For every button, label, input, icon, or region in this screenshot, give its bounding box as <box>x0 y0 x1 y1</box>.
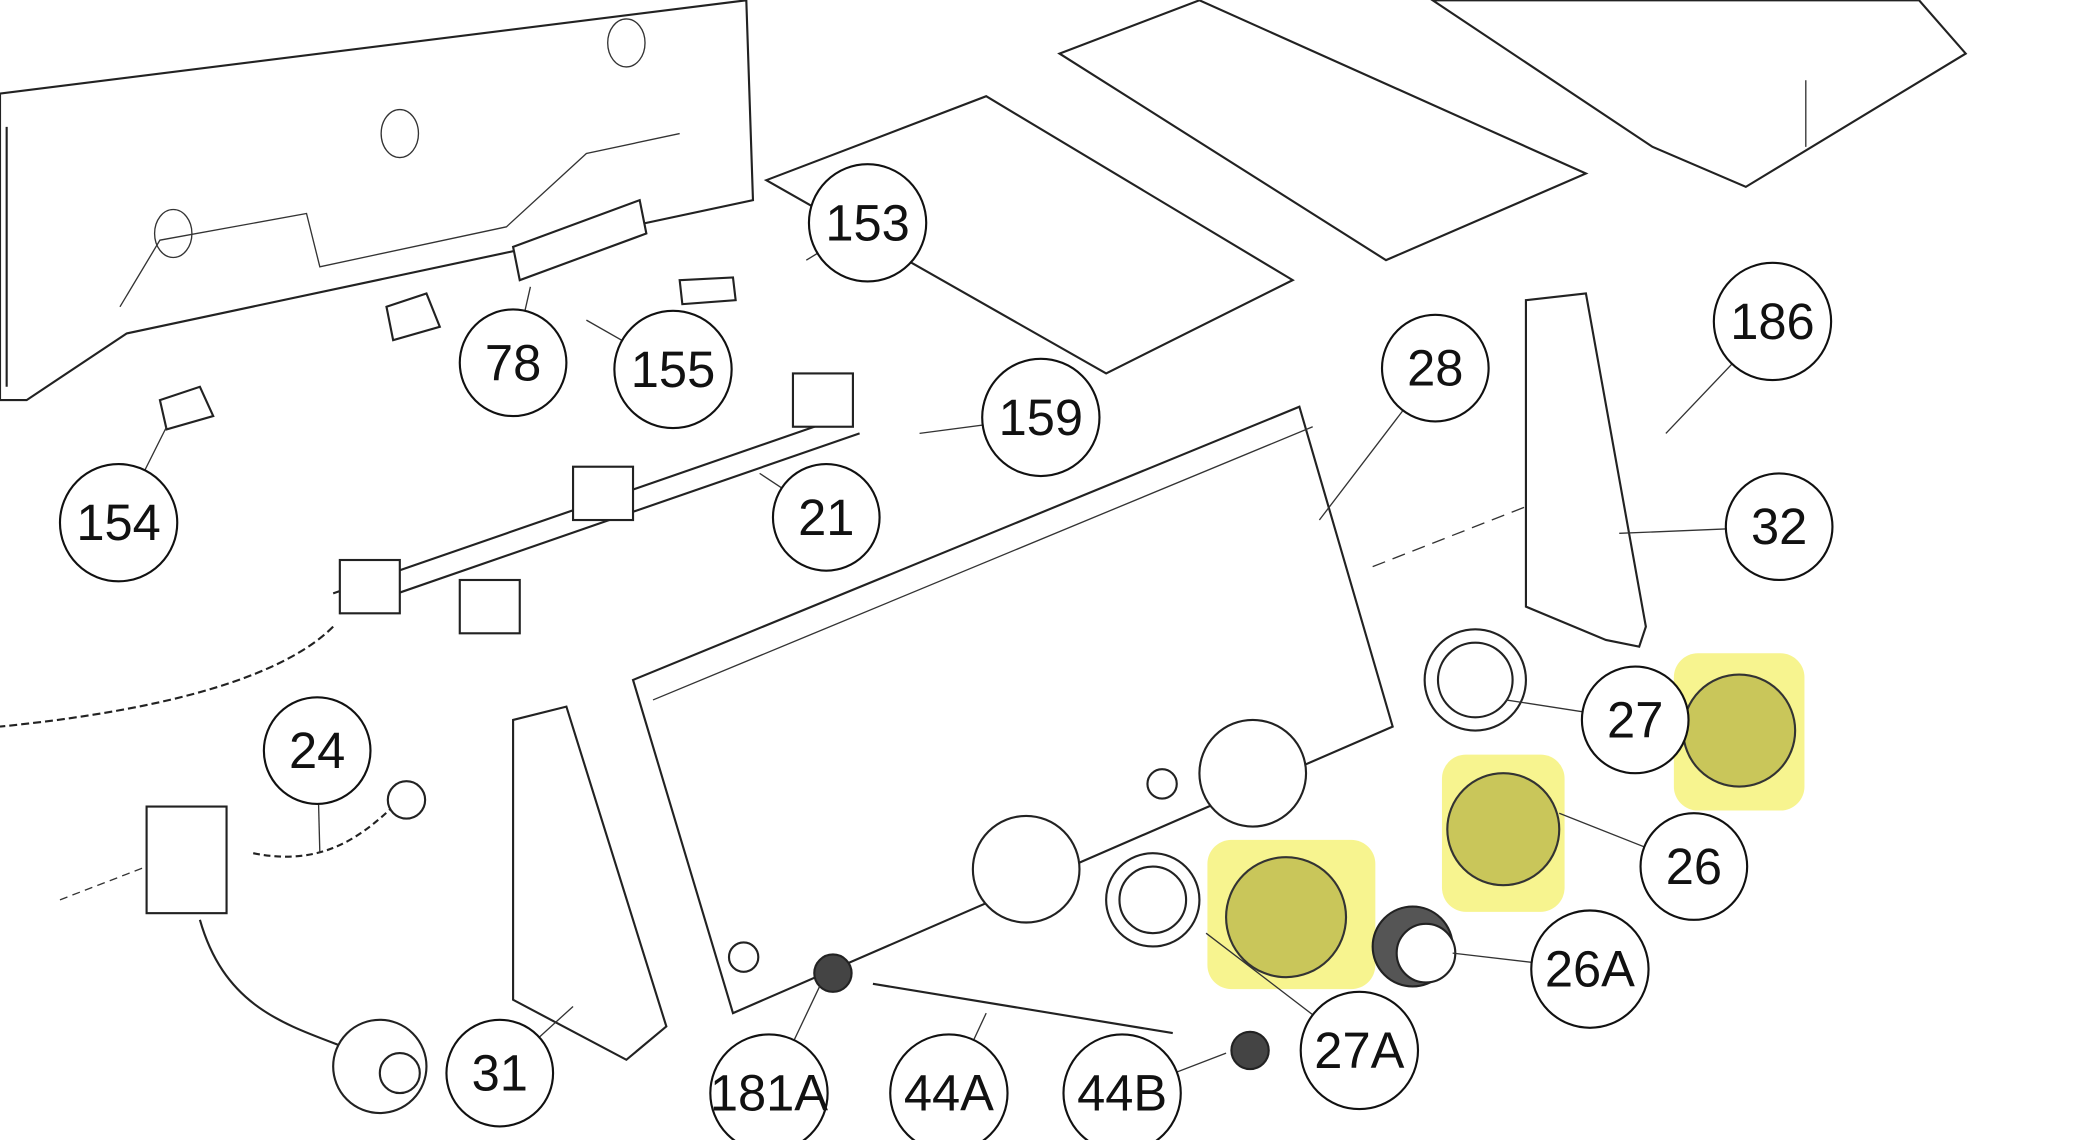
callouts: 153 78 155 159 154 21 28 186 32 27 26 26A 27A 24 31 181… <box>58 163 1834 1140</box>
callout-circle <box>445 1018 555 1128</box>
callout-78: 78 <box>458 308 568 418</box>
callout-circle <box>889 1033 1009 1140</box>
callout-circle <box>981 357 1101 478</box>
callout-circle <box>262 696 372 805</box>
callout-label: 28 <box>1407 340 1463 397</box>
callout-label: 155 <box>631 341 715 398</box>
callout-label: 32 <box>1751 498 1807 555</box>
callout-label: 153 <box>825 194 909 251</box>
callout-circle <box>1062 1033 1182 1140</box>
callout-155: 155 <box>613 309 733 430</box>
callout-label: 27A <box>1314 1022 1404 1079</box>
callout-153: 153 <box>807 163 928 283</box>
bezels-knobs <box>813 628 1797 1071</box>
callout-186: 186 <box>1712 261 1833 382</box>
callout-31: 31 <box>445 1018 555 1128</box>
housing-top-left <box>0 0 755 431</box>
callout-circle <box>1530 909 1650 1029</box>
manifold-21 <box>0 372 860 728</box>
side-panel-31 <box>512 705 668 1062</box>
callout-154: 154 <box>58 462 179 583</box>
callout-circle <box>458 308 568 418</box>
callout-26a: 26A <box>1530 909 1650 1029</box>
callout-circle <box>1724 472 1834 582</box>
callout-32: 32 <box>1724 472 1834 582</box>
callout-circle <box>613 309 733 430</box>
tray-top-center <box>1057 0 1589 262</box>
callout-circle <box>58 462 179 583</box>
callout-label: 31 <box>472 1045 528 1102</box>
callout-circle <box>1712 261 1833 382</box>
tray-153 <box>678 95 1295 375</box>
bracket-top-right <box>1430 0 1968 189</box>
callout-circle <box>1580 665 1690 775</box>
callout-label: 26A <box>1545 941 1635 998</box>
callout-circle <box>1639 812 1749 921</box>
callout-27: 27 <box>1580 665 1690 775</box>
callout-28: 28 <box>1380 313 1490 423</box>
control-panel-28 <box>631 405 1533 1015</box>
callout-label: 154 <box>76 494 160 551</box>
callout-44b: 44B <box>1062 1033 1182 1140</box>
callout-label: 44A <box>904 1065 994 1122</box>
callout-label: 181A <box>710 1065 828 1122</box>
callout-181a: 181A <box>709 1033 829 1140</box>
callout-label: 21 <box>798 489 854 546</box>
callout-44a: 44A <box>889 1033 1009 1140</box>
side-panel-32 <box>1524 292 1647 648</box>
callout-26: 26 <box>1639 812 1749 921</box>
callout-circle <box>1380 313 1490 423</box>
callout-label: 159 <box>999 389 1083 446</box>
callout-label: 27 <box>1607 691 1663 748</box>
callout-label: 26 <box>1666 838 1722 895</box>
callout-label: 78 <box>485 334 541 391</box>
callout-21: 21 <box>771 462 881 572</box>
callout-label: 186 <box>1730 293 1814 350</box>
ignition-assembly-24 <box>59 780 428 1115</box>
callout-24: 24 <box>262 696 372 805</box>
callout-label: 44B <box>1077 1065 1167 1122</box>
callout-circle <box>771 462 881 572</box>
callout-159: 159 <box>981 357 1101 478</box>
callout-27a: 27A <box>1299 990 1420 1111</box>
callout-label: 24 <box>289 722 345 779</box>
callout-circle <box>807 163 928 283</box>
callout-circle <box>1299 990 1420 1111</box>
callout-circle <box>709 1033 829 1140</box>
